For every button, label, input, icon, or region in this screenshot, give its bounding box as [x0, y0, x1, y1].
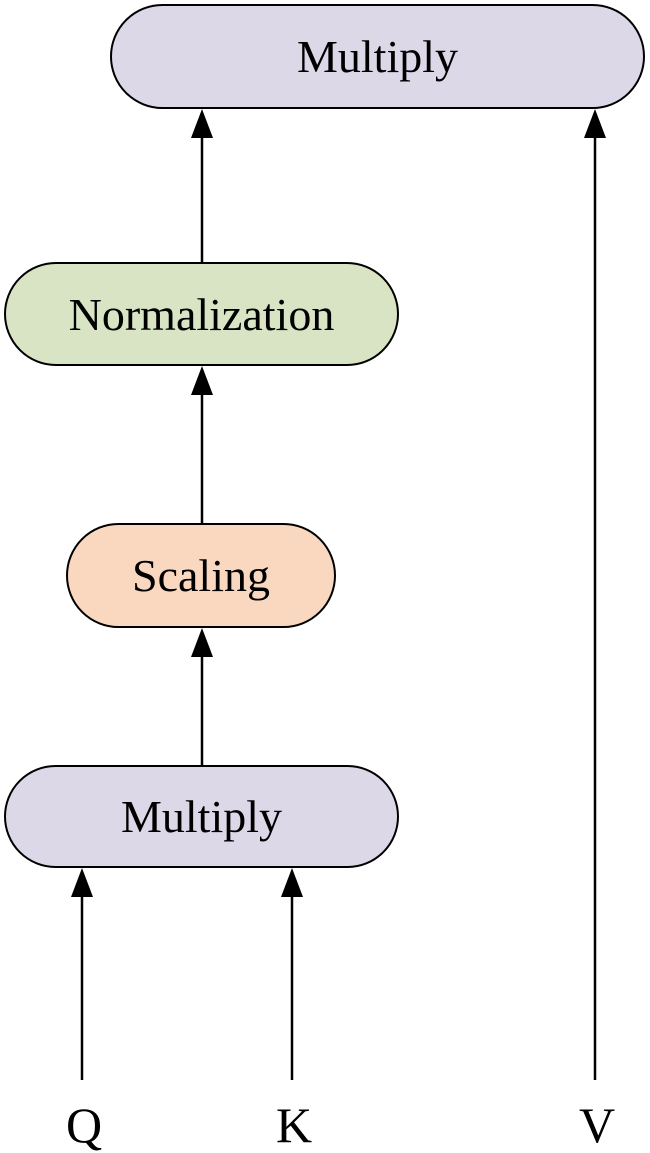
- arrowhead-q: [71, 868, 93, 897]
- arrowhead-scaling: [191, 628, 213, 657]
- input-v-label: V: [578, 1097, 616, 1153]
- multiply-top-node: Multiply: [110, 4, 645, 109]
- arrowhead-k: [281, 868, 303, 897]
- normalization-node: Normalization: [4, 262, 399, 366]
- multiply-bottom-node: Multiply: [4, 765, 399, 868]
- scaling-node: Scaling: [66, 523, 336, 628]
- input-k-label: K: [275, 1097, 313, 1153]
- arrowhead-normalization: [191, 366, 213, 395]
- arrowhead-multiply-top-right: [584, 109, 606, 138]
- input-q-label: Q: [65, 1097, 103, 1153]
- arrowhead-multiply-top-left: [191, 109, 213, 138]
